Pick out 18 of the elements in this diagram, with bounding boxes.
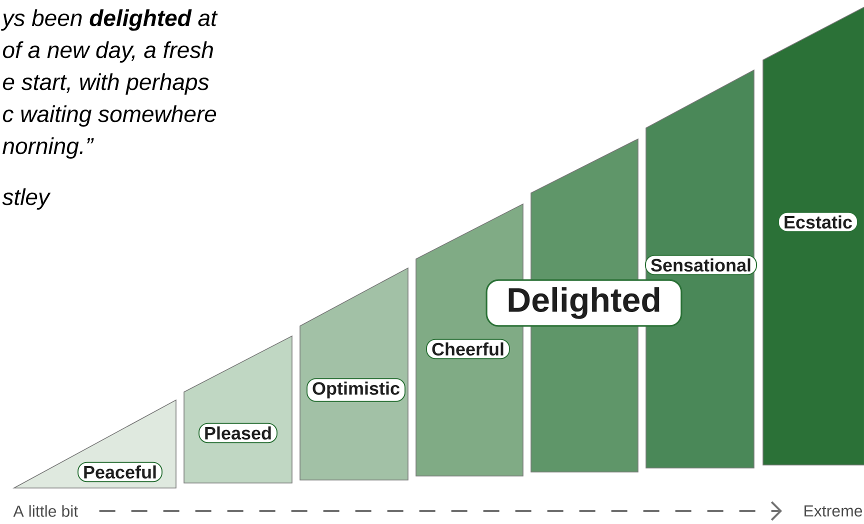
scale-end-label: A little bit xyxy=(13,505,78,517)
quote-line: ys been delighted at xyxy=(0,9,218,31)
quote-author: stley xyxy=(2,188,51,210)
bar xyxy=(300,267,408,480)
label-pill: Sensational xyxy=(645,254,758,276)
quote-line: of a new day, a fresh xyxy=(2,41,213,63)
label-pill: Ecstatic xyxy=(778,212,858,232)
bar xyxy=(184,335,292,484)
label-pill: Cheerful xyxy=(426,338,510,360)
label-pill: Delighted xyxy=(486,279,682,327)
label-pill: Optimistic xyxy=(306,378,406,402)
scale-end-label: Extreme xyxy=(804,505,862,517)
quote-line: c waiting somewhere xyxy=(2,105,216,127)
label-pill: Pleased xyxy=(198,422,278,444)
quote-line: e start, with perhaps xyxy=(2,73,209,95)
label-pill: Peaceful xyxy=(78,462,163,482)
quote-line: norning.” xyxy=(2,137,94,159)
scale-arrow xyxy=(99,501,782,521)
